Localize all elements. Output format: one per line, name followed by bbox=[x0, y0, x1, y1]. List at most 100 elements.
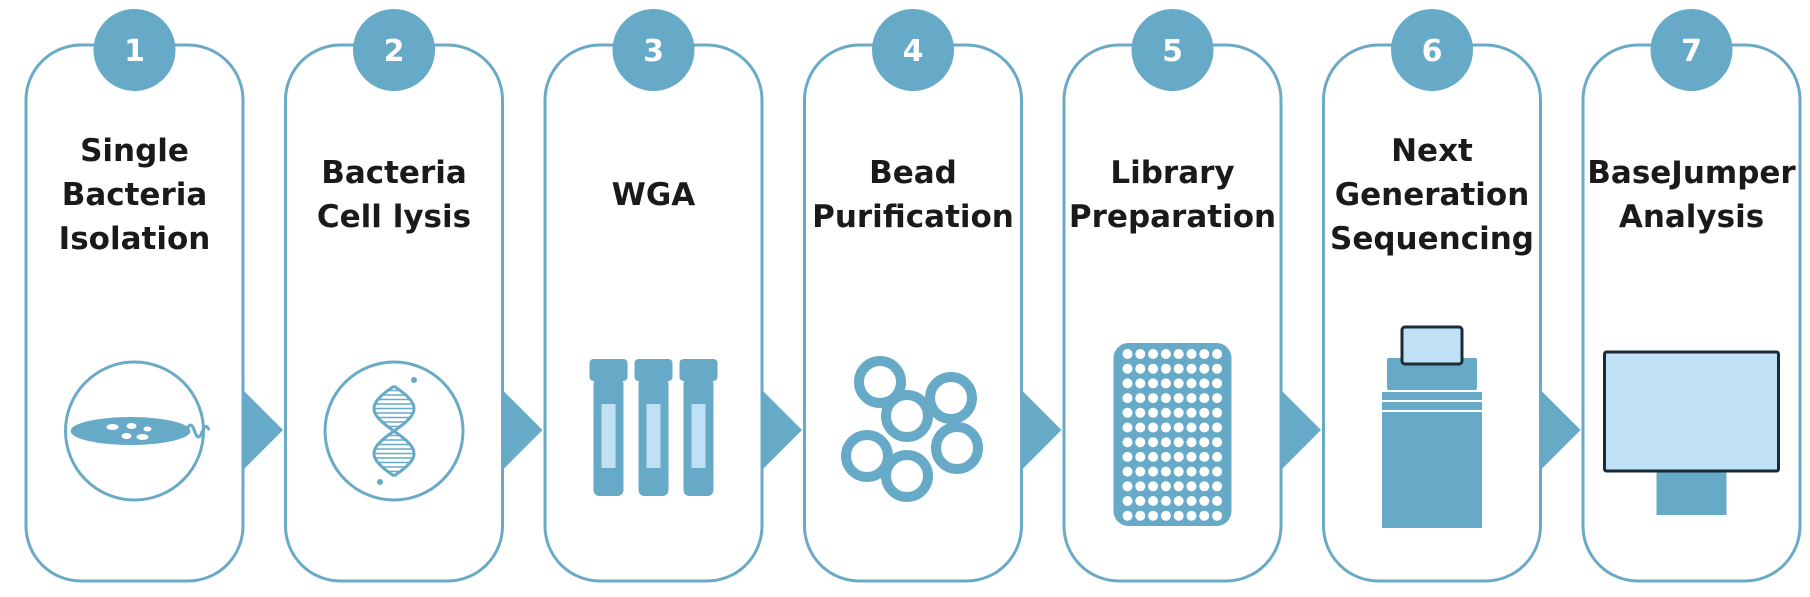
plate-well bbox=[1160, 407, 1171, 418]
plate-well bbox=[1122, 407, 1133, 418]
plate-well bbox=[1148, 496, 1159, 506]
plate-well bbox=[1135, 496, 1146, 506]
plate-well bbox=[1148, 363, 1159, 374]
plate-well bbox=[1212, 451, 1223, 462]
step-label-line: Cell lysis bbox=[317, 199, 471, 235]
plate-well bbox=[1199, 363, 1210, 374]
bead bbox=[881, 450, 933, 502]
plate-well bbox=[1160, 481, 1171, 492]
plate-well bbox=[1199, 481, 1210, 492]
arrow-right-icon bbox=[761, 389, 802, 471]
plate-well bbox=[1148, 481, 1159, 492]
step-number-badge bbox=[1391, 9, 1473, 91]
plate-well bbox=[1122, 393, 1133, 404]
plate-well bbox=[1122, 496, 1133, 506]
step-number-badge bbox=[93, 9, 176, 91]
plate-well bbox=[1173, 349, 1184, 359]
petri-dish-body bbox=[70, 417, 191, 445]
plate-well bbox=[1186, 510, 1197, 521]
plate-well bbox=[1135, 481, 1146, 492]
plate-well bbox=[1186, 363, 1197, 374]
plate-well bbox=[1186, 437, 1197, 448]
dna-end bbox=[377, 479, 383, 485]
step-label-line: Generation bbox=[1335, 177, 1530, 213]
sequencer-screen bbox=[1400, 325, 1464, 366]
plate-well bbox=[1160, 378, 1171, 389]
plate-well bbox=[1173, 496, 1184, 506]
plate-well bbox=[1122, 510, 1133, 521]
plate-body bbox=[1113, 343, 1232, 526]
plate-well bbox=[1199, 378, 1210, 389]
petri-dish-icon bbox=[64, 360, 210, 502]
plate-well bbox=[1160, 451, 1171, 462]
plate-well bbox=[1122, 378, 1133, 389]
flagellum bbox=[185, 423, 210, 439]
step-label-line: Sequencing bbox=[1330, 221, 1534, 257]
test-tubes-icon bbox=[589, 359, 718, 496]
plate-well bbox=[1135, 466, 1146, 477]
plate-well bbox=[1186, 481, 1197, 492]
plate-well bbox=[1186, 466, 1197, 477]
plate-well bbox=[1148, 407, 1159, 418]
tube-window bbox=[646, 404, 661, 468]
tube-window bbox=[691, 404, 706, 468]
step-number: 6 bbox=[1422, 34, 1443, 69]
plate-well bbox=[1148, 378, 1159, 389]
step-number: 1 bbox=[124, 34, 145, 69]
plate-well bbox=[1199, 466, 1210, 477]
step-number-badge bbox=[612, 9, 695, 91]
plate-well bbox=[1212, 437, 1223, 448]
step-label-line: Isolation bbox=[59, 221, 211, 257]
plate-well bbox=[1199, 349, 1210, 359]
plate-well bbox=[1135, 422, 1146, 433]
plate-well bbox=[1160, 422, 1171, 433]
step-number-badge bbox=[353, 9, 435, 91]
plate-well bbox=[1160, 466, 1171, 477]
plate-well bbox=[1212, 481, 1223, 492]
plate-well bbox=[1173, 451, 1184, 462]
plate-well bbox=[1122, 451, 1133, 462]
plate-well bbox=[1160, 510, 1171, 521]
plate-well bbox=[1148, 451, 1159, 462]
step-number-badge bbox=[1131, 9, 1214, 91]
plate-well bbox=[1135, 510, 1146, 521]
plate-well bbox=[1212, 422, 1223, 433]
monitor-screen bbox=[1603, 350, 1780, 473]
plate-well bbox=[1173, 437, 1184, 448]
arrow-right-icon bbox=[242, 389, 283, 471]
plate-well bbox=[1135, 349, 1146, 359]
plate-well bbox=[1173, 363, 1184, 374]
step-label-line: Library bbox=[1110, 155, 1234, 191]
step-label-line: Analysis bbox=[1619, 199, 1764, 235]
bead bbox=[854, 356, 906, 408]
plate-well bbox=[1212, 466, 1223, 477]
step-number: 5 bbox=[1162, 34, 1183, 69]
plate-well bbox=[1186, 496, 1197, 506]
tube-cap bbox=[679, 359, 718, 381]
plate-well bbox=[1173, 466, 1184, 477]
step-number: 2 bbox=[384, 34, 405, 69]
plate-well bbox=[1135, 393, 1146, 404]
plate-well bbox=[1160, 349, 1171, 359]
dna-helix-icon bbox=[323, 360, 465, 502]
plate-well bbox=[1199, 407, 1210, 418]
well-plate-icon bbox=[1113, 343, 1232, 526]
step-card-outline bbox=[543, 43, 764, 583]
plate-well bbox=[1199, 451, 1210, 462]
plate-well bbox=[1212, 510, 1223, 521]
arrow-right-icon bbox=[1280, 389, 1321, 471]
plate-well bbox=[1186, 407, 1197, 418]
plate-well bbox=[1199, 422, 1210, 433]
plate-well bbox=[1148, 422, 1159, 433]
tube-cap bbox=[589, 359, 628, 381]
plate-well bbox=[1212, 349, 1223, 359]
bacterium bbox=[106, 424, 119, 430]
plate-well bbox=[1186, 393, 1197, 404]
dna-end bbox=[411, 377, 417, 383]
plate-well bbox=[1160, 437, 1171, 448]
plate-well bbox=[1135, 407, 1146, 418]
